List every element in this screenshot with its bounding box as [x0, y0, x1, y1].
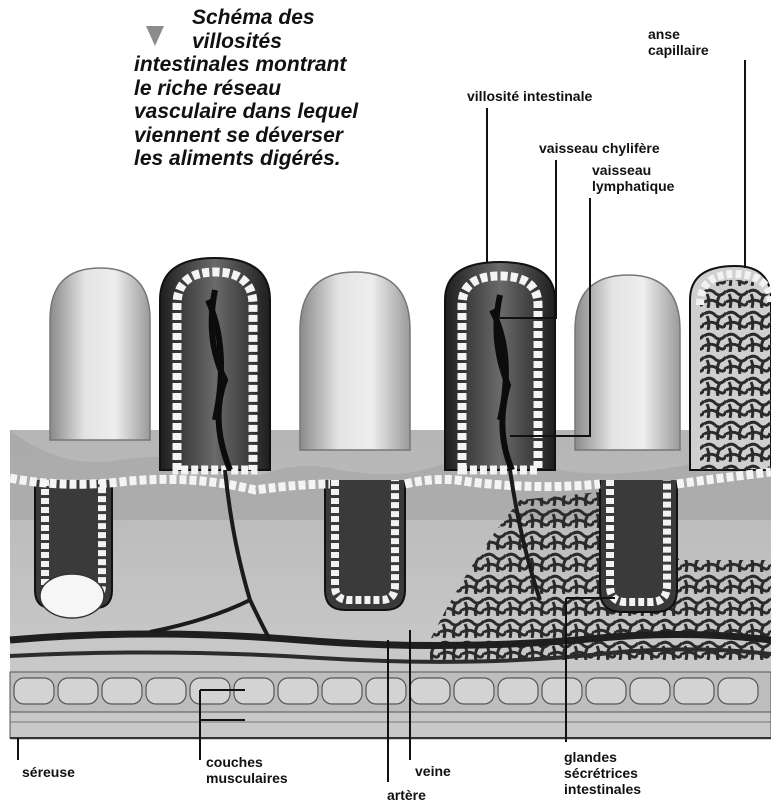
caption-line: intestinales montrant: [134, 53, 474, 77]
label-line: vaisseau: [592, 162, 674, 178]
label-line: anse: [648, 26, 709, 42]
label-couches-musculaires: couches musculaires: [206, 754, 288, 786]
label-glandes: glandes sécrétrices intestinales: [564, 749, 641, 797]
goblet-cell: [40, 574, 104, 618]
label-sereuse: séreuse: [22, 764, 75, 780]
label-artere: artère: [387, 787, 426, 803]
label-line: sécrétrices: [564, 765, 641, 781]
caption-line: les aliments digérés.: [134, 147, 474, 171]
caption-line: viennent se déverser: [134, 124, 474, 148]
label-villosite-intestinale: villosité intestinale: [467, 88, 592, 104]
capillary-loop-mesh: [700, 280, 771, 470]
label-line: couches: [206, 754, 288, 770]
label-line: capillaire: [648, 42, 709, 58]
label-anse-capillaire: anse capillaire: [648, 26, 709, 58]
caption-line: vasculaire dans lequel: [134, 100, 474, 124]
label-veine: veine: [415, 763, 451, 779]
caption-line: villosités: [134, 30, 474, 54]
villus-back-2: [300, 272, 410, 450]
villus-back-1: [50, 268, 150, 440]
caption-line: Schéma des: [134, 6, 474, 30]
diagram-caption: Schéma des villosités intestinales montr…: [134, 6, 474, 171]
label-line: glandes: [564, 749, 641, 765]
muscle-layer-inner: [10, 712, 771, 738]
label-line: musculaires: [206, 770, 288, 786]
label-line: intestinales: [564, 781, 641, 797]
label-vaisseau-chylifere: vaisseau chylifère: [539, 140, 660, 156]
caption-line: le riche réseau: [134, 77, 474, 101]
label-line: lymphatique: [592, 178, 674, 194]
label-vaisseau-lymphatique: vaisseau lymphatique: [592, 162, 674, 194]
